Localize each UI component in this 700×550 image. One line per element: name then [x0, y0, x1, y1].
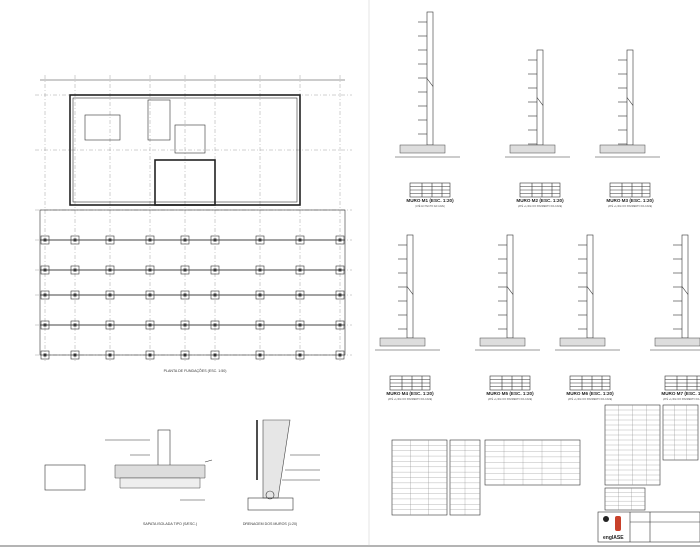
column — [338, 353, 342, 357]
plan-grid-lines — [35, 75, 352, 362]
wall-footing — [247, 497, 294, 511]
footing — [145, 350, 155, 360]
footing — [70, 350, 80, 360]
wall-note: (ATÉ +1,30m DO PAVIMENTO DA CAVE) — [568, 398, 612, 401]
drainage-title: DRENAGEM DOS MUROS (1:20) — [243, 522, 297, 526]
wall-elevation-m2: MURO M2 (ESC. 1:20) (ATÉ +1,30m DO PAVIME… — [505, 49, 570, 208]
lean-concrete — [119, 477, 201, 489]
ground-line — [204, 459, 213, 463]
upper-building-inner-wall — [72, 97, 298, 203]
room — [174, 124, 206, 154]
column — [183, 353, 187, 357]
wall-elevation-m4: MURO M4 (ESC. 1:20) (ATÉ +1,30m DO PAVIME… — [375, 234, 440, 401]
foundation-plan: PLANTA DE FUNDAÇÕES (ESC. 1:50) — [35, 75, 352, 373]
wall-title: MURO M5 (ESC. 1:20) — [486, 391, 534, 396]
rebar — [586, 286, 594, 295]
stair — [147, 99, 171, 141]
wall-title: MURO M3 (ESC. 1:20) — [606, 198, 654, 203]
central-room — [154, 159, 216, 206]
wall-stem — [626, 49, 634, 146]
wall-note: (ATÉ +1,30m DO PAVIMENTO DA CAVE) — [488, 398, 532, 401]
wall-stem — [506, 234, 514, 339]
column — [108, 353, 112, 357]
title-block: engIASE — [597, 511, 700, 543]
column — [213, 353, 217, 357]
legend-box — [44, 464, 86, 491]
wall-footing — [599, 144, 646, 154]
column — [73, 353, 77, 357]
rebar — [426, 78, 434, 87]
company-logo: engIASE — [603, 535, 624, 541]
wall-footing — [399, 144, 446, 154]
column — [298, 353, 302, 357]
schedule-table-6 — [604, 487, 646, 511]
footing — [180, 350, 190, 360]
logo-mark — [603, 516, 609, 522]
schedule-table-2 — [449, 439, 481, 516]
rebar — [681, 286, 689, 295]
wall-footing — [654, 337, 700, 347]
column — [43, 353, 47, 357]
lower-slab-outline — [39, 209, 346, 356]
wall-title: MURO M4 (ESC. 1:20) — [386, 391, 434, 396]
footing — [295, 350, 305, 360]
footing-detail: SAPATA ISOLADA TIPO (S/ESC.) — [105, 429, 213, 526]
wall-footing — [509, 144, 556, 154]
wall-title: MURO M2 (ESC. 1:20) — [516, 198, 564, 203]
rebar — [406, 286, 414, 295]
logo-emblem — [615, 516, 621, 531]
drainage-detail: DRENAGEM DOS MUROS (1:20) — [243, 419, 320, 526]
gravel-fill — [262, 419, 291, 499]
wall-title: MURO M7 (ESC. 1:20) — [661, 391, 700, 396]
wall-note: (ATÉ +1,30m DO PAVIMENTO DA CAVE) — [518, 205, 562, 208]
wall-elevation-m1: MURO M1 (ESC. 1:20) (ATÉ AO TECTO DA CAVE… — [395, 11, 460, 208]
schedule-table-5 — [662, 404, 699, 461]
column — [258, 353, 262, 357]
wall-stem — [426, 11, 434, 146]
footings — [40, 235, 345, 360]
wall-stem — [586, 234, 594, 339]
wall-elevation-m5: MURO M5 (ESC. 1:20) (ATÉ +1,30m DO PAVIME… — [475, 234, 540, 401]
wall-note: (ATÉ +1,30m DO PAVIMENTO DA CAVE) — [388, 398, 432, 401]
wall-elevation-m6: MURO M6 (ESC. 1:20) (ATÉ +1,30m DO PAVIME… — [555, 234, 620, 401]
footing-section — [114, 464, 206, 479]
wall-note: (ATÉ AO TECTO DA CAVE) — [415, 205, 445, 208]
title-block-frame — [597, 511, 700, 543]
rebar — [506, 286, 514, 295]
drain-pipe — [265, 490, 275, 500]
wall-elevation-m7: MURO M7 (ESC. 1:20) (ATÉ +1,30m DO PAVIME… — [650, 234, 700, 401]
wall-footing — [479, 337, 526, 347]
room — [84, 114, 121, 141]
footing — [335, 350, 345, 360]
schedule-table-3 — [484, 439, 581, 486]
footing-title: SAPATA ISOLADA TIPO (S/ESC.) — [143, 522, 197, 526]
footing — [40, 350, 50, 360]
wall-elevations: MURO M1 (ESC. 1:20) (ATÉ AO TECTO DA CAVE… — [375, 11, 700, 401]
wall-footing — [379, 337, 426, 347]
wall-note: (ATÉ +1,30m DO PAVIMENTO DA CAVE) — [608, 205, 652, 208]
footing — [210, 350, 220, 360]
plan-title: PLANTA DE FUNDAÇÕES (ESC. 1:50) — [164, 368, 227, 373]
wall-note: (ATÉ +1,30m DO PAVIMENTO DA CAVE) — [663, 398, 700, 401]
wall-stem — [536, 49, 544, 146]
wall-stem — [406, 234, 414, 339]
wall-title: MURO M6 (ESC. 1:20) — [566, 391, 614, 396]
wall-title: MURO M1 (ESC. 1:20) — [406, 198, 454, 203]
footing — [105, 350, 115, 360]
table-frame — [662, 404, 699, 461]
rebar — [626, 97, 634, 106]
table-frame — [604, 487, 646, 511]
column — [148, 353, 152, 357]
wall-stem — [681, 234, 689, 339]
schedule-table-1 — [391, 439, 448, 516]
rebar — [536, 97, 544, 106]
wall-elevation-m3: MURO M3 (ESC. 1:20) (ATÉ +1,30m DO PAVIME… — [595, 49, 660, 208]
footing — [255, 350, 265, 360]
wall-footing — [559, 337, 606, 347]
rebar-schedule-tables — [391, 404, 699, 516]
schedule-table-4 — [604, 404, 661, 486]
